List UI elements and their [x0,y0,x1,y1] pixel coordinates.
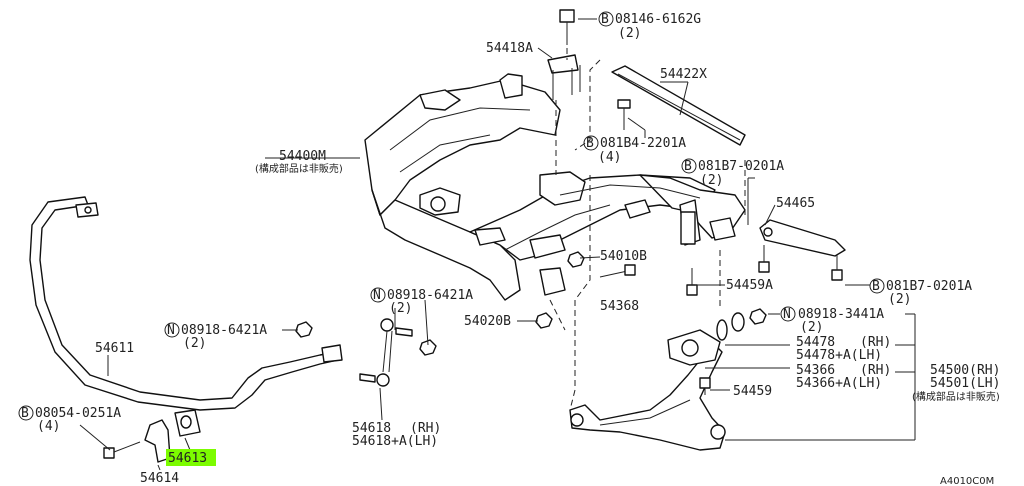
bolt-08054-0251a[interactable] [103,441,141,459]
label-08054-0251a: 08054-0251A [35,406,121,421]
label-08918-6421a-mid: 08918-6421A [387,288,473,303]
bolt-marker: B [872,279,880,294]
callout-54613[interactable]: 54613 [166,449,216,466]
label-54478-rh: (RH) [860,335,891,350]
bolt-marker: B [586,136,594,151]
nut-marker: N [167,323,175,338]
callout-081b7-0201a-top[interactable]: B 081B7-0201A (2) [681,158,784,188]
label-54500: 54500(RH) [930,363,1000,378]
label-54613: 54613 [168,451,207,466]
label-54618a: 54618+A(LH) [352,434,438,449]
bolt-08146-6162g[interactable] [559,9,575,60]
stabilizer-bar-54611[interactable] [29,196,343,411]
label-54368[interactable]: 54368 [600,299,639,314]
qty-081b7-0201a-top: (2) [700,173,723,188]
callout-081b7-0201a-right[interactable]: B 081B7-0201A (2) [869,278,972,307]
bracket-54418a[interactable] [547,54,581,100]
label-54418a[interactable]: 54418A [486,41,533,56]
label-54422x[interactable]: 54422X [660,67,707,82]
qty-081b4-2201a: (4) [598,150,621,165]
label-54478: 54478 [796,335,835,350]
callout-08918-6421a-left[interactable]: N 08918-6421A (2) [164,322,267,351]
label-081b7-0201a-right: 081B7-0201A [886,279,972,294]
stabilizer-link-54618[interactable] [359,318,413,387]
note-54500: (構成部品は非販売) [912,390,1000,403]
label-54459[interactable]: 54459 [733,384,772,399]
label-081b7-0201a-top: 081B7-0201A [698,159,784,174]
nut-marker: N [783,307,791,322]
callout-54366[interactable]: 54366 (RH) 54366+A(LH) [796,363,891,391]
nut-08918-3441a[interactable] [749,308,767,325]
washer-54478[interactable] [716,312,745,341]
bracket-54465[interactable] [759,219,846,257]
bolt-081b7-0201a[interactable] [758,245,843,281]
nut-marker: N [373,288,381,303]
bolt-marker: B [601,12,609,27]
label-54366a: 54366+A(LH) [796,376,882,391]
label-08918-6421a-left: 08918-6421A [181,323,267,338]
label-54366: 54366 [796,363,835,378]
lower-control-arm-54500[interactable] [569,329,726,451]
callout-54500[interactable]: 54500(RH) 54501(LH) (構成部品は非販売) [912,363,1000,403]
label-54614[interactable]: 54614 [140,471,179,486]
diagram-reference-code: A4010C0M [940,476,994,486]
note-54400m: (構成部品は非販売) [255,162,343,175]
label-081b4-2201a: 081B4-2201A [600,136,686,151]
label-54611[interactable]: 54611 [95,341,134,356]
qty-08918-3441a: (2) [800,320,823,335]
nut-08918-6421a[interactable] [295,251,585,356]
clamp-54614[interactable] [144,419,171,463]
label-54020b[interactable]: 54020B [464,314,511,329]
callout-08054-0251a[interactable]: B 08054-0251A (4) [18,405,121,434]
bushing-54613[interactable] [174,409,201,437]
highlight-54613 [166,449,216,466]
qty-08918-6421a-left: (2) [183,336,206,351]
label-54366-rh: (RH) [860,363,891,378]
callout-081b4-2201a[interactable]: B 081B4-2201A (4) [583,135,686,165]
bolt-54459[interactable] [599,264,711,395]
callout-54478[interactable]: 54478 (RH) 54478+A(LH) [796,335,891,363]
label-54478a: 54478+A(LH) [796,348,882,363]
callout-08918-3441a[interactable]: N 08918-3441A (2) [780,306,884,335]
label-54618: 54618 [352,421,391,436]
bolt-marker: B [21,406,29,421]
guide-lines [549,59,746,411]
label-08918-3441a: 08918-3441A [798,307,884,322]
label-54400m: 54400M [279,149,326,164]
label-54459a[interactable]: 54459A [726,278,773,293]
qty-08146-6162g: (2) [618,26,641,41]
callout-08918-6421a-mid[interactable]: N 08918-6421A (2) [370,287,473,316]
qty-08054-0251a: (4) [37,419,60,434]
label-54010b[interactable]: 54010B [600,249,647,264]
callout-54400m[interactable]: 54400M (構成部品は非販売) [255,149,343,175]
callout-08146-6162g[interactable]: B 08146-6162G (2) [598,11,701,41]
label-54501: 54501(LH) [930,376,1000,391]
bolt-marker: B [684,159,692,174]
bolt-081b4-2201a[interactable] [617,99,631,130]
member-54422x[interactable] [611,65,746,146]
callout-54618[interactable]: 54618 (RH) 54618+A(LH) [352,421,441,449]
front-subframe[interactable] [364,73,746,301]
label-08146-6162g: 08146-6162G [615,12,701,27]
qty-08918-6421a-mid: (2) [389,301,412,316]
qty-081b7-0201a-right: (2) [888,292,911,307]
leader-lines [79,18,916,471]
label-54465[interactable]: 54465 [776,196,815,211]
label-54618-rh: (RH) [410,421,441,436]
